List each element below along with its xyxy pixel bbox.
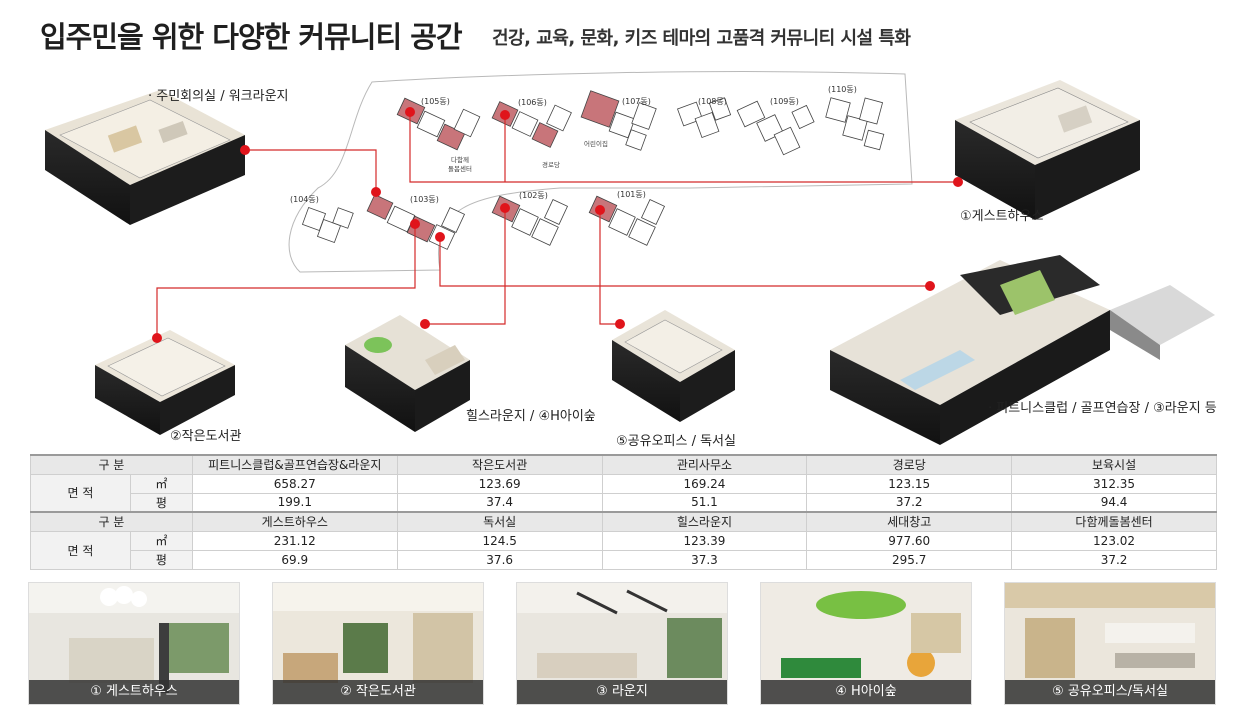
page-title: 입주민을 위한 다양한 커뮤니티 공간 [40, 20, 463, 54]
dong-label: (104동) [290, 195, 319, 204]
table-cell: 37.3 [601, 549, 808, 570]
table-header-cell: 다함께돌봄센터 [1011, 511, 1217, 532]
table-row: 면 적 ㎡ 231.12 124.5 123.39 977.60 123.02 [30, 530, 1217, 570]
table-header-cell: 피트니스클럽&골프연습장&라운지 [191, 454, 398, 475]
table-cell: 199.1 [191, 492, 398, 513]
table-row: 면 적 ㎡ 658.27 123.69 169.24 123.15 312.35 [30, 473, 1217, 513]
plan-guesthouse [955, 80, 1140, 220]
table-cell: 658.27 [191, 473, 398, 494]
label-shared-office: ⑤공유오피스 / 독서실 [616, 434, 736, 449]
table-header-cell: 보육시설 [1011, 454, 1217, 475]
unit-label: ㎡ [129, 530, 193, 551]
table-cell: 169.24 [601, 473, 808, 494]
table-header-cell: 구 분 [30, 511, 193, 532]
apartment-block-110 [825, 97, 885, 151]
photo-caption: ⑤ 공유오피스/독서실 [1005, 680, 1215, 704]
page-subtitle: 건강, 교육, 문화, 키즈 테마의 고품격 커뮤니티 시설 특화 [492, 28, 911, 49]
site-boundary [288, 71, 913, 273]
facility-tag: 경로당 [542, 161, 560, 169]
table-header-cell: 경로당 [806, 454, 1013, 475]
table-cell: 124.5 [396, 530, 603, 551]
table-cell: 69.9 [191, 549, 398, 570]
label-library: ②작은도서관 [170, 429, 242, 444]
table-cell: 37.2 [806, 492, 1013, 513]
table-cell: 37.2 [1011, 549, 1217, 570]
plan-shared-office [612, 310, 735, 422]
apartment-block-109 [736, 100, 815, 156]
table-header-row: 구 분 피트니스클럽&골프연습장&라운지 작은도서관 관리사무소 경로당 보육시… [30, 454, 1217, 475]
table-cell: 123.69 [396, 473, 603, 494]
table-cell: 977.60 [806, 530, 1013, 551]
table-cell: 123.15 [806, 473, 1013, 494]
table-header-cell: 힐스라운지 [601, 511, 808, 532]
plan-library [95, 330, 235, 435]
unit-label: ㎡ [129, 473, 193, 494]
facility-tag: 어린이집 [584, 140, 608, 148]
connector-dots [152, 107, 963, 343]
table-cell: 123.02 [1011, 530, 1217, 551]
photo-library: ② 작은도서관 [272, 582, 484, 705]
dong-label: (109동) [770, 97, 799, 106]
table-cell: 312.35 [1011, 473, 1217, 494]
table-row: 평 69.9 37.6 37.3 295.7 37.2 [31, 549, 1217, 570]
photo-h-ai-sup: ④ H아이숲 [760, 582, 972, 705]
table-cell: 37.6 [396, 549, 603, 570]
dong-label: (110동) [828, 85, 857, 94]
table-header-cell: 독서실 [396, 511, 603, 532]
plan-hills-lounge [345, 315, 470, 432]
site-plan-drawing [45, 71, 1215, 445]
dong-label: (101동) [617, 190, 646, 199]
table-cell: 231.12 [191, 530, 398, 551]
table-header-cell: 세대창고 [806, 511, 1013, 532]
label-guesthouse: ①게스트하우스 [960, 209, 1044, 224]
apartment-block-104 [301, 206, 354, 244]
dong-label: (107동) [622, 97, 651, 106]
plan-meeting-room [45, 90, 245, 225]
label-meeting-room: · 주민회의실 / 워크라운지 [148, 89, 289, 104]
dong-label: (106동) [518, 98, 547, 107]
table-cell: 295.7 [806, 549, 1013, 570]
table-cell: 123.39 [601, 530, 808, 551]
photo-shared-office: ⑤ 공유오피스/독서실 [1004, 582, 1216, 705]
unit-label: 평 [129, 492, 193, 513]
row-group-label: 면 적 [30, 530, 131, 570]
table-header-cell: 관리사무소 [601, 454, 808, 475]
table-row: 평 199.1 37.4 51.1 37.2 94.4 [31, 492, 1217, 513]
photo-caption: ② 작은도서관 [273, 680, 483, 704]
table-header-cell: 게스트하우스 [191, 511, 398, 532]
photo-caption: ③ 라운지 [517, 680, 727, 704]
apartment-block-107 [580, 90, 657, 151]
unit-label: 평 [129, 549, 193, 570]
photo-guesthouse: ① 게스트하우스 [28, 582, 240, 705]
site-plan-map: · 주민회의실 / 워크라운지 ①게스트하우스 ②작은도서관 힐스라운지 / ④… [0, 60, 1248, 450]
dong-label: (103동) [410, 195, 439, 204]
photo-caption: ④ H아이숲 [761, 680, 971, 704]
photo-caption: ① 게스트하우스 [29, 680, 239, 704]
table-cell: 51.1 [601, 492, 808, 513]
apartment-block-108 [677, 97, 732, 138]
apartment-block-106 [491, 101, 572, 148]
plan-fitness-club [830, 255, 1215, 445]
row-group-label: 면 적 [30, 473, 131, 513]
table-cell: 94.4 [1011, 492, 1217, 513]
table-header-cell: 작은도서관 [396, 454, 603, 475]
dong-label: (105동) [421, 97, 450, 106]
facility-tag: 다함께 돌봄센터 [448, 156, 472, 173]
label-fitness-club: · 피트니스클럽 / 골프연습장 / ③라운지 등 [988, 401, 1217, 416]
table-header-cell: 구 분 [30, 454, 193, 475]
dong-label: (108동) [698, 97, 727, 106]
facility-area-table: 구 분 피트니스클럽&골프연습장&라운지 작은도서관 관리사무소 경로당 보육시… [30, 454, 1217, 570]
label-hills-lounge: 힐스라운지 / ④H아이숲 [466, 409, 596, 424]
apartment-block-102 [491, 195, 569, 246]
table-header-row: 구 분 게스트하우스 독서실 힐스라운지 세대창고 다함께돌봄센터 [30, 511, 1217, 532]
connector-lines [156, 112, 958, 338]
dong-label: (102동) [519, 191, 548, 200]
photo-lounge: ③ 라운지 [516, 582, 728, 705]
table-cell: 37.4 [396, 492, 603, 513]
